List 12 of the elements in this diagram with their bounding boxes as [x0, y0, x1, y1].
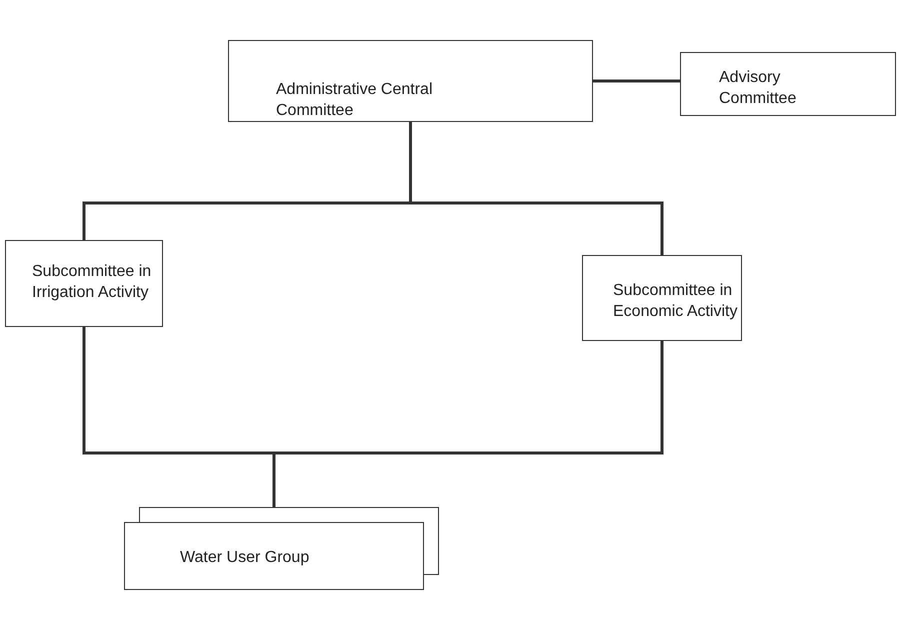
committee-box	[680, 52, 896, 116]
committee-box	[5, 240, 163, 327]
committee-box	[582, 255, 742, 341]
box-label: Subcommittee in Economic Activity	[613, 281, 738, 322]
committee-box	[228, 40, 593, 122]
committee-box	[124, 522, 424, 590]
connector-line	[593, 80, 680, 82]
box-label: Subcommittee in Irrigation Activity	[32, 262, 152, 303]
box-label: Administrative Central Committee	[276, 80, 434, 121]
connector-line	[409, 122, 664, 255]
box-label: Water User Group	[180, 548, 310, 568]
box-label: Advisory Committee	[719, 68, 798, 109]
